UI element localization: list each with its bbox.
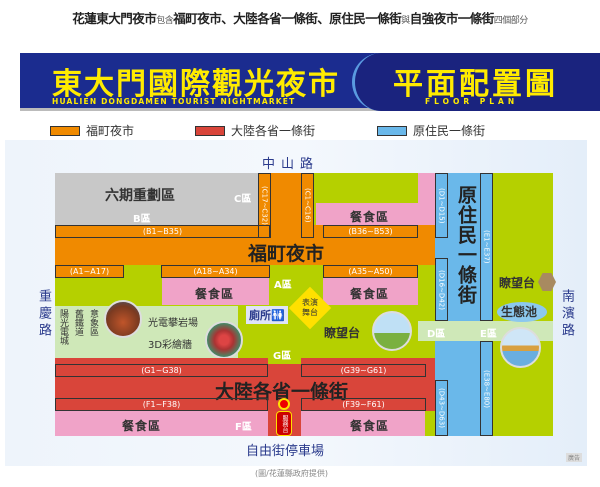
stall-strip-f39: (F39~F61) xyxy=(301,398,426,411)
headline: 花蓮東大門夜市包含福町夜市、大陸各省一條街、原住民一條街與自強夜市一條街四個部分 xyxy=(0,8,600,27)
food-area-label: 餐食區 xyxy=(350,419,390,433)
food-area-label: 餐食區 xyxy=(350,210,390,224)
legend-item: 大陸各省一條街 xyxy=(195,122,315,139)
zone-d-label: D區 xyxy=(427,329,446,340)
title-banner: 東大門國際觀光夜市 HUALIEN DONGDAMEN TOURIST NIGH… xyxy=(20,53,600,111)
climbing-photo xyxy=(104,300,142,338)
toilet-icon: 🚻 xyxy=(271,309,285,322)
pond-shape xyxy=(497,302,547,322)
info-pin-icon xyxy=(278,398,290,410)
headline-text: 福町夜市、大陸各省一條街、原住民一條街 xyxy=(173,11,402,26)
banner-title: 東大門國際觀光夜市 xyxy=(52,67,340,102)
stall-strip-e38: (E38~E80) xyxy=(480,341,493,436)
headline-text: 四個部分 xyxy=(493,16,529,26)
road-west-label: 重慶路 xyxy=(36,289,51,340)
stall-strip-b36: (B36~B53) xyxy=(323,225,418,238)
art-area-label: 意象區 xyxy=(88,309,98,336)
climbing-label: 光電攀岩場 xyxy=(148,318,198,329)
stall-strip-a18: (A18~A34) xyxy=(161,265,270,278)
stall-strip-b1: (B1~B35) xyxy=(55,225,270,238)
road-east-label: 南濱路 xyxy=(559,289,574,340)
banner-arc xyxy=(352,53,600,111)
pond-photo xyxy=(500,327,541,368)
watchtower-photo xyxy=(372,311,412,351)
watchtower-label: 瞭望台 xyxy=(324,326,361,340)
zone-b-label: B區 xyxy=(133,214,151,225)
zone-g-label: G區 xyxy=(273,351,292,362)
mural-photo xyxy=(205,321,243,359)
legend-item: 原住民一條街 xyxy=(377,122,485,139)
ad-badge[interactable]: 廣告 xyxy=(566,453,583,462)
aboriginal-blue xyxy=(435,173,493,436)
stall-strip-c17: (C17~C32) xyxy=(258,173,271,238)
fuding-label: 福町夜市 xyxy=(248,243,325,265)
stall-strip-g1: (G1~G38) xyxy=(55,364,268,377)
stall-strip-g39: (G39~G61) xyxy=(301,364,426,377)
headline-text: 自強夜市一條街 xyxy=(409,11,495,26)
food-area xyxy=(301,411,425,436)
stall-strip-a1: (A1~A17) xyxy=(55,265,124,278)
toilet: 廁所🚻 xyxy=(246,306,288,324)
info-desk[interactable]: 服務台 xyxy=(276,411,292,436)
zone-f-label: F區 xyxy=(235,422,252,433)
mural-label: 3D彩繪牆 xyxy=(148,340,193,351)
stall-strip-c1: (C1~C16) xyxy=(301,173,314,238)
food-area xyxy=(55,411,268,436)
stall-strip-e1: (E1~E37) xyxy=(480,173,493,321)
redevelopment-zone-label: 六期重劃區 xyxy=(105,188,175,204)
food-area-label: 餐食區 xyxy=(195,287,235,301)
legend-swatch xyxy=(50,125,80,136)
stall-strip-d1: (D1~D15) xyxy=(435,173,448,238)
green-area xyxy=(316,173,418,203)
food-area-label: 餐食區 xyxy=(122,419,162,433)
stall-strip-a35: (A35~A50) xyxy=(323,265,418,278)
toilet-label: 廁所 xyxy=(249,309,271,322)
aboriginal-label: 原住民一條街 xyxy=(455,185,477,305)
headline-text: 花蓮東大門夜市 xyxy=(72,11,157,26)
stall-strip-f1: (F1~F38) xyxy=(55,398,268,411)
stage-label: 表演舞台 xyxy=(302,298,318,317)
road-south-label: 自由街停車場 xyxy=(246,444,325,459)
zone-e-label: E區 xyxy=(480,329,497,340)
banner-subtitle2: FLOOR PLAN xyxy=(425,97,519,106)
food-area xyxy=(323,278,418,305)
zone-c-label: C區 xyxy=(234,194,252,205)
food-area xyxy=(162,278,269,305)
gray-area xyxy=(55,173,258,225)
banner-title2: 平面配置圖 xyxy=(393,67,558,102)
banner-subtitle: HUALIEN DONGDAMEN TOURIST NIGHTMARKET xyxy=(52,97,296,106)
image-caption: (圖/花蓮縣政府提供) xyxy=(255,469,328,478)
pond-label: 生態池 xyxy=(501,305,538,319)
legend-swatch xyxy=(195,125,225,136)
watchtower-label: 瞭望台 xyxy=(499,276,536,290)
stall-strip-d43: (D43~D63) xyxy=(435,380,448,436)
legend-label: 原住民一條街 xyxy=(413,124,486,138)
mainland-red xyxy=(55,358,435,411)
mainland-label: 大陸各省一條街 xyxy=(215,381,349,403)
legend-label: 大陸各省一條街 xyxy=(231,124,316,138)
road-north-label: 中山路 xyxy=(262,157,320,172)
legend-label: 福町夜市 xyxy=(86,124,135,138)
headline-text: 包含 xyxy=(156,16,174,26)
stall-strip-d16: (D16~D42) xyxy=(435,258,448,321)
zone-a-label: A區 xyxy=(274,280,292,291)
fuding-orange xyxy=(55,225,435,265)
railway-label: 舊鐵道 xyxy=(73,309,83,336)
legend-swatch xyxy=(377,125,407,136)
headline-text: 與 xyxy=(401,16,410,26)
legend-item: 福町夜市 xyxy=(50,122,134,139)
food-area-label: 餐食區 xyxy=(350,287,390,301)
sunny-city-label: 陽光電城 xyxy=(58,309,68,345)
green-area xyxy=(268,344,301,364)
watchtower-hex-icon xyxy=(538,273,556,291)
